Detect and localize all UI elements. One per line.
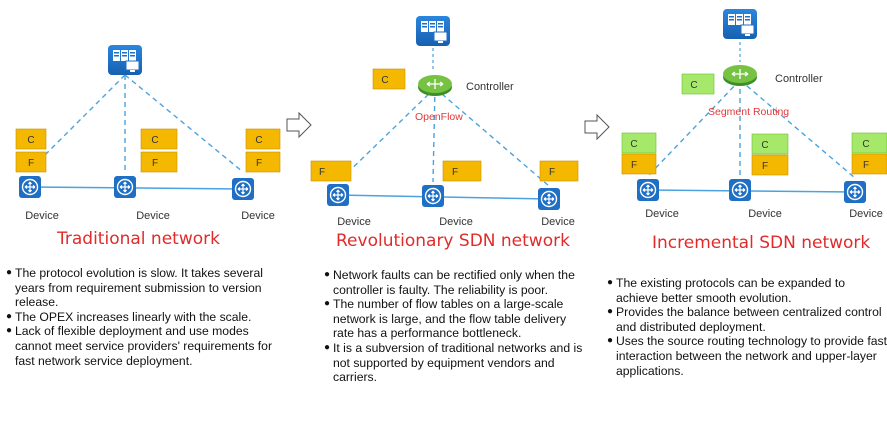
- c-box: [245, 128, 281, 150]
- f-box: [539, 160, 579, 182]
- bullet-item: The existing protocols can be expanded t…: [607, 276, 887, 305]
- f-box-label: F: [452, 167, 458, 178]
- server-icon: [107, 44, 143, 76]
- f-box: [15, 151, 47, 173]
- link-lines: [337, 87, 550, 200]
- device-label: Device: [337, 216, 371, 228]
- f-box: [310, 160, 352, 182]
- f-box-label: F: [152, 158, 158, 169]
- f-box-label: F: [549, 167, 555, 178]
- f-box-label: F: [319, 167, 325, 178]
- bullet-list-revolutionary-sdn: Network faults can be rectified only whe…: [324, 268, 586, 385]
- router-icon: [326, 183, 350, 207]
- c-box-label: C: [690, 80, 697, 91]
- f-box: [851, 153, 887, 175]
- f-box-label: F: [863, 160, 869, 171]
- link-lines: [647, 79, 856, 193]
- device-label: Device: [241, 210, 275, 222]
- segment-routing-label: Segment Routing: [708, 106, 789, 118]
- arrow-right-icon: [584, 114, 610, 140]
- bullet-item: The protocol evolution is slow. It takes…: [6, 266, 278, 310]
- controller-icon: [417, 74, 453, 97]
- router-icon: [728, 178, 752, 202]
- c-box-label: C: [381, 75, 388, 86]
- c-box-label: C: [862, 139, 869, 150]
- c-box: [372, 68, 406, 90]
- f-box-label: F: [28, 158, 34, 169]
- device-label: Device: [136, 210, 170, 222]
- device-label: Device: [645, 208, 679, 220]
- openflow-label: OpenFlow: [415, 111, 463, 123]
- controller-icon: [722, 64, 758, 87]
- bullet-item: The OPEX increases linearly with the sca…: [6, 310, 278, 325]
- c-box-label: C: [255, 135, 262, 146]
- controller-label: Controller: [466, 81, 514, 93]
- router-icon: [636, 178, 660, 202]
- c-box-label: C: [630, 139, 637, 150]
- device-label: Device: [439, 216, 473, 228]
- c-box: [751, 133, 789, 155]
- link-lines: [29, 74, 244, 190]
- controller-label: Controller: [775, 73, 823, 85]
- bullet-item: The number of flow tables on a large-sca…: [324, 297, 586, 341]
- c-box-label: C: [761, 140, 768, 151]
- arrow-right-icon: [286, 112, 312, 138]
- router-icon: [537, 187, 561, 211]
- router-icon: [231, 177, 255, 201]
- router-icon: [18, 175, 42, 199]
- bullet-list-traditional: The protocol evolution is slow. It takes…: [6, 266, 278, 368]
- router-icon: [843, 180, 867, 204]
- panel-incremental-sdn: Controller C Segment Routing C F C F C F…: [621, 8, 887, 220]
- device-label: Device: [849, 208, 883, 220]
- c-box: [681, 73, 715, 95]
- f-box: [442, 160, 482, 182]
- router-icon: [421, 184, 445, 208]
- c-box-label: C: [151, 135, 158, 146]
- c-box: [621, 132, 657, 154]
- f-box: [621, 153, 657, 175]
- f-box: [245, 151, 281, 173]
- c-box: [15, 128, 47, 150]
- panel-title-revolutionary-sdn: Revolutionary SDN network: [336, 231, 570, 251]
- panel-title-traditional: Traditional network: [57, 229, 220, 249]
- f-box-label: F: [631, 160, 637, 171]
- bullet-item: Provides the balance between centralized…: [607, 305, 887, 334]
- c-box-label: C: [27, 135, 34, 146]
- server-icon: [415, 15, 451, 47]
- panel-title-incremental-sdn: Incremental SDN network: [652, 233, 871, 253]
- device-label: Device: [25, 210, 59, 222]
- f-box-label: F: [256, 158, 262, 169]
- router-icon: [113, 175, 137, 199]
- bullet-list-incremental-sdn: The existing protocols can be expanded t…: [607, 276, 887, 378]
- f-box: [751, 154, 789, 176]
- c-box: [140, 128, 178, 150]
- c-box: [851, 132, 887, 154]
- device-label: Device: [748, 208, 782, 220]
- panel-traditional: C F C F C F Device Device Device: [15, 44, 281, 222]
- bullet-item: Network faults can be rectified only whe…: [324, 268, 586, 297]
- device-label: Device: [541, 216, 575, 228]
- panel-revolutionary-sdn: Controller C OpenFlow F F F Device Devic…: [310, 15, 579, 228]
- bullet-item: Uses the source routing technology to pr…: [607, 334, 887, 378]
- bullet-item: Lack of flexible deployment and use mode…: [6, 324, 278, 368]
- f-box: [140, 151, 178, 173]
- bullet-item: It is a subversion of traditional networ…: [324, 341, 586, 385]
- server-icon: [722, 8, 758, 40]
- f-box-label: F: [762, 161, 768, 172]
